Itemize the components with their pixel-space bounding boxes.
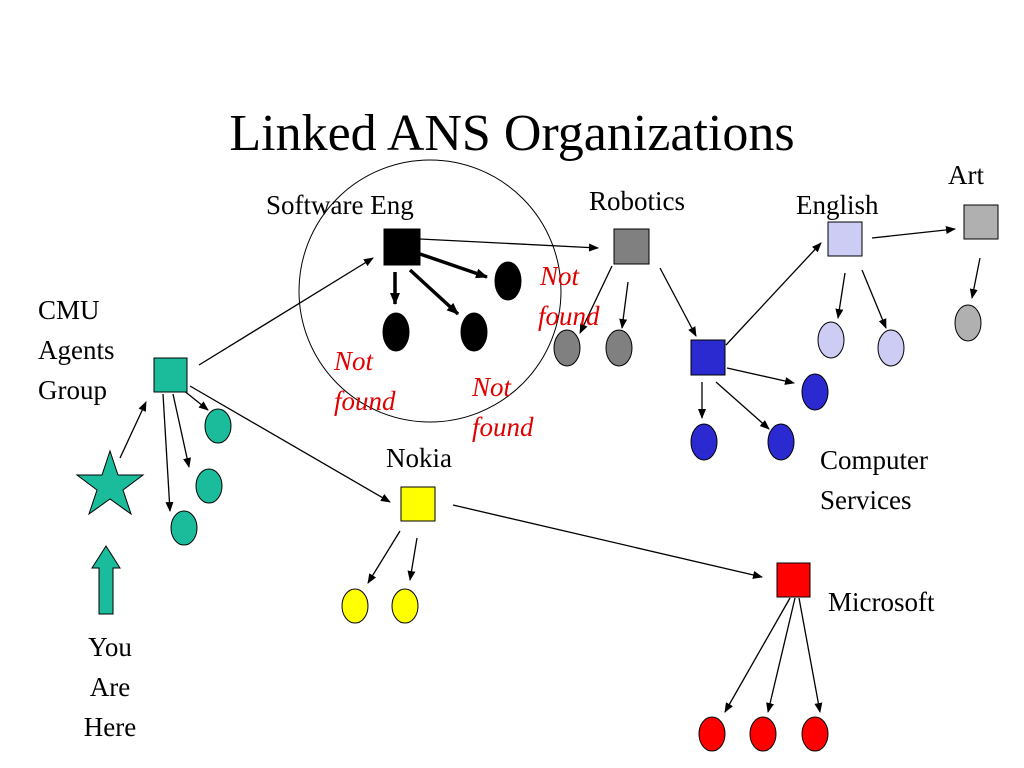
robotics-node	[613, 228, 650, 265]
art-agent-1	[954, 304, 982, 342]
edge-cmu-child-3	[182, 389, 209, 411]
you-are-here-line-2: Are	[89, 672, 131, 702]
robotics-agent-2	[605, 329, 633, 367]
nokia-node	[400, 486, 436, 522]
edge-cmu-child-1	[162, 393, 174, 512]
microsoft-label: Microsoft	[828, 587, 935, 617]
up-arrow-icon	[91, 545, 121, 615]
computer-services-agent-1	[801, 373, 829, 411]
edge-microsoft-child-3	[798, 597, 823, 713]
nokia-agent-2	[391, 588, 419, 624]
cmu-label: CMU Agents Group	[38, 290, 115, 410]
edge-nokia-child-2	[407, 537, 418, 581]
edge-english-to-art	[871, 225, 956, 239]
connectors	[119, 225, 981, 713]
edge-cmu-to-nokia	[189, 385, 391, 503]
software-eng-agent-3	[460, 312, 488, 352]
software-eng-node	[383, 228, 421, 266]
not-found-3-line-2: found	[472, 412, 534, 442]
cmu-node	[153, 357, 188, 393]
cmu-agent-1	[204, 408, 232, 444]
cmu-label-line-3: Group	[38, 375, 107, 405]
edge-microsoft-child-2	[766, 597, 796, 713]
software-eng-bold-arrows	[390, 252, 488, 316]
edge-robotics-child-1	[579, 265, 613, 334]
edge-computer-services-child-2	[715, 381, 770, 430]
cmu-agent-3	[170, 510, 198, 546]
not-found-annotation-2: Not found	[334, 341, 396, 421]
nokia-label: Nokia	[386, 443, 452, 473]
robotics-agent-1	[553, 329, 581, 367]
edge-english-child-1	[835, 272, 846, 319]
microsoft-agent-3	[801, 716, 829, 752]
not-found-1-line-2: found	[538, 301, 600, 331]
agent-nodes	[170, 261, 982, 752]
not-found-annotation-3: Not found	[472, 367, 534, 447]
edge-english-child-2	[861, 269, 887, 329]
not-found-2-line-2: found	[334, 386, 396, 416]
nokia-agent-1	[341, 588, 369, 624]
english-node	[827, 221, 863, 257]
edge-you-to-cmu	[119, 401, 147, 459]
microsoft-node	[776, 562, 811, 598]
edge-software-eng-to-robotics	[419, 238, 599, 252]
computer-services-label-line-2: Services	[820, 485, 912, 515]
software-eng-agent-1	[494, 261, 522, 301]
cmu-label-line-2: Agents	[38, 335, 115, 365]
edge-art-child	[969, 257, 981, 299]
software-eng-scope-circle	[298, 159, 562, 423]
page-title: Linked ANS Organizations	[229, 105, 795, 162]
english-agent-2	[877, 329, 905, 367]
computer-services-agent-3	[767, 423, 795, 461]
art-label: Art	[948, 160, 984, 190]
software-eng-label: Software Eng	[266, 190, 414, 220]
art-node	[963, 204, 999, 240]
star-icon	[75, 449, 145, 516]
edge-robotics-to-computer-services	[659, 267, 697, 337]
not-found-annotation-1: Not found	[538, 256, 600, 336]
edge-nokia-child-1	[367, 530, 401, 584]
computer-services-agent-2	[690, 423, 718, 461]
english-label: English	[796, 190, 879, 220]
computer-services-label: Computer Services	[820, 440, 928, 520]
edge-robotics-child-2	[619, 281, 629, 329]
cmu-agent-2	[195, 468, 223, 504]
edge-computer-services-child-3	[726, 367, 795, 385]
software-eng-agent-2	[382, 312, 410, 352]
not-found-3-line-1: Not	[472, 372, 512, 402]
microsoft-agent-2	[749, 716, 777, 752]
computer-services-node	[690, 339, 726, 376]
edge-nokia-to-microsoft	[452, 504, 763, 579]
you-are-here-label: You Are Here	[60, 627, 160, 747]
edge-cmu-child-2	[172, 393, 191, 468]
robotics-label: Robotics	[589, 186, 686, 216]
edge-microsoft-child-1	[724, 597, 791, 713]
edge-computer-services-to-english	[725, 242, 822, 346]
edge-cmu-to-software-eng	[198, 257, 374, 366]
microsoft-agent-1	[698, 716, 726, 752]
cmu-label-line-1: CMU	[38, 295, 100, 325]
you-are-here-line-1: You	[88, 632, 132, 662]
english-agent-1	[817, 321, 845, 359]
computer-services-label-line-1: Computer	[820, 445, 928, 475]
not-found-2-line-1: Not	[334, 346, 374, 376]
not-found-1-line-1: Not	[540, 261, 580, 291]
you-are-here-line-3: Here	[83, 712, 137, 742]
